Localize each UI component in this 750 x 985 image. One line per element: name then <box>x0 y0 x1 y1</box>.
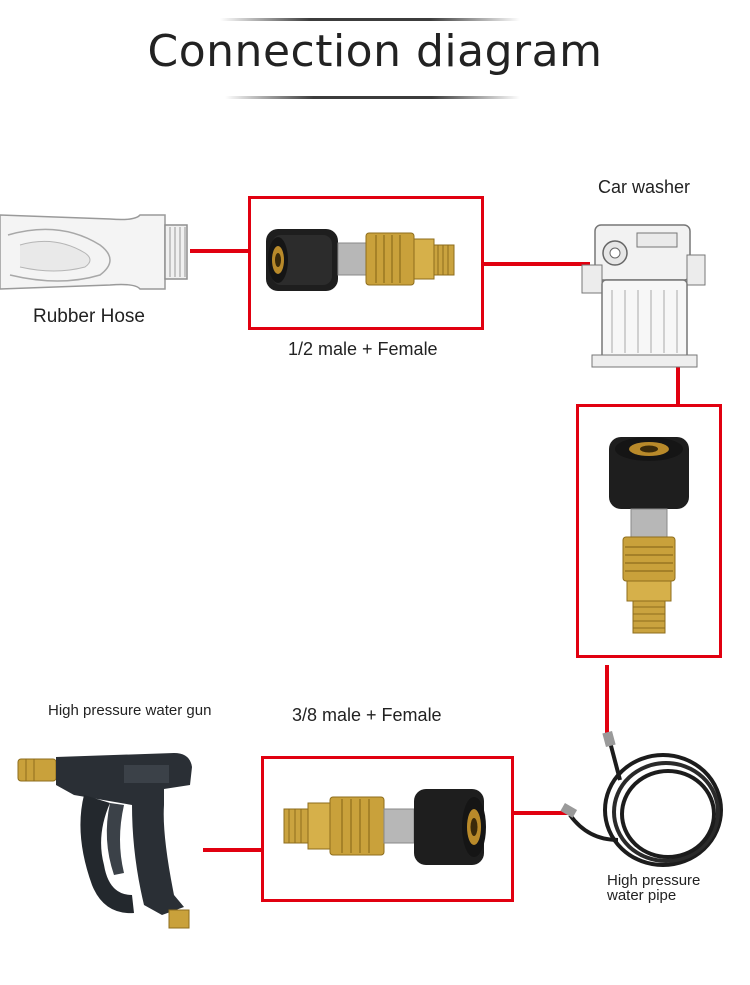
coiled-hose-icon <box>560 730 723 867</box>
adapter-three-eighths-box <box>261 756 514 902</box>
wire-adapter-to-washer <box>483 262 590 266</box>
quick-connect-adapter-icon <box>283 789 486 865</box>
title-rule-bottom <box>225 96 520 99</box>
adapter-three-eighths-label: 3/8 male + Female <box>292 705 442 725</box>
adapter-half-label: 1/2 male + Female <box>288 339 438 359</box>
quick-connect-adapter-icon <box>266 229 455 291</box>
wire-adapter-to-pipe <box>605 665 609 733</box>
car-washer <box>577 205 712 375</box>
water-pipe <box>558 730 728 880</box>
quick-connect-adapter-icon <box>609 437 689 634</box>
rubber-hose <box>0 205 195 300</box>
water-gun-label: High pressure water gun <box>48 702 212 719</box>
water-gun <box>14 745 204 935</box>
water-pipe-label-line2: water pipe <box>607 887 677 904</box>
rubber-hose-label: Rubber Hose <box>33 306 145 327</box>
wire-adapter-to-gun <box>203 848 263 852</box>
rubber-hose-icon <box>0 214 188 290</box>
wire-pipe-to-adapter <box>513 811 570 815</box>
wire-hose-to-adapter <box>190 249 250 253</box>
title-rule-top <box>220 18 520 21</box>
adapter-vertical-box <box>576 404 722 658</box>
water-pipe-label-line1: High pressure <box>607 872 701 889</box>
adapter-half-box <box>248 196 484 330</box>
page-title: Connection diagram <box>147 26 603 77</box>
car-washer-label: Car washer <box>598 177 691 197</box>
pressure-pump-icon <box>581 224 706 368</box>
spray-gun-icon <box>17 753 192 929</box>
